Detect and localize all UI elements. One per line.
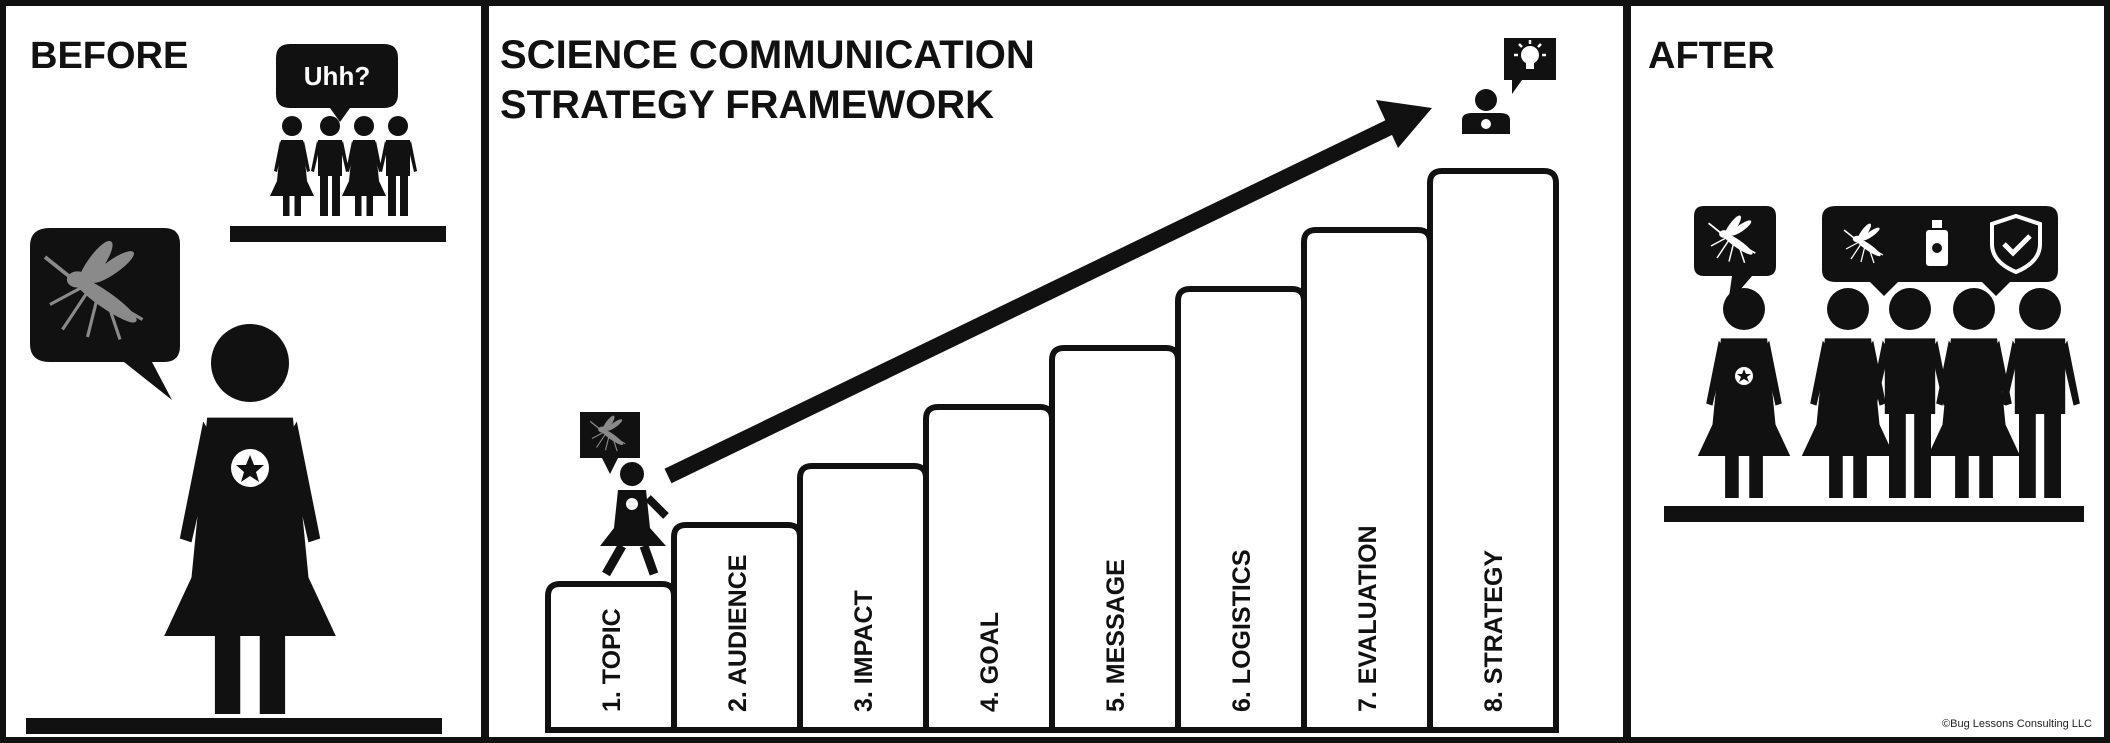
audience-platform [230,226,446,242]
expert-head [1475,89,1497,111]
scientist-floor [26,718,442,734]
scientist-figure [164,324,336,714]
after-scientist-figure [1697,288,1791,498]
after-scientist-bubble [1694,206,1776,304]
after-title: AFTER [1648,35,1775,77]
shield-check-icon [1990,213,2042,275]
after-panel: AFTER ©Bug Lessons Consulting LLC [1648,35,2092,730]
step-label-8: 8. STRATEGY [1480,550,1508,712]
progress-arrow-shaft [664,118,1396,484]
before-title: BEFORE [30,35,188,77]
climber-head [620,462,644,486]
expert-top [1462,38,1556,134]
progress-arrow-head [1376,100,1432,148]
climber-arm [645,495,669,519]
framework-title-line1: SCIENCE COMMUNICATION [500,33,1035,77]
climber-body [600,490,666,546]
confused-audience: Uhh? [230,44,446,242]
framework-title-line2: STRATEGY FRAMEWORK [500,83,994,127]
step-label-1: 1. TOPIC [598,608,626,712]
climber-start [580,412,669,577]
climber-badge [626,498,638,510]
climber-leg-back [602,543,626,577]
before-panel: BEFORE Uhh? [26,35,446,734]
star-icon [1737,369,1751,382]
step-label-3: 3. IMPACT [850,590,878,712]
climber-leg-front [639,544,659,576]
star-icon [236,455,264,482]
spray-bottle-icon [1926,220,1948,266]
staircase: 1. TOPIC 2. AUDIENCE 3. IMPACT 4. GOAL 5. ME… [545,168,1559,733]
scientist-before [26,228,442,734]
step-block-8 [1427,168,1559,730]
panel-divider-left [481,3,489,740]
step-label-7: 7. EVALUATION [1354,525,1382,712]
step-label-6: 6. LOGISTICS [1228,549,1256,712]
after-audience-member [2000,288,2080,498]
lightbulb-icon [1514,40,1546,69]
expert-badge [1481,119,1491,129]
after-floor [1664,506,2084,522]
step-label-4: 4. GOAL [976,612,1004,712]
step-label-2: 2. AUDIENCE [724,555,752,712]
framework-panel: SCIENCE COMMUNICATION STRATEGY FRAMEWORK… [500,33,1559,733]
copyright-text: ©Bug Lessons Consulting LLC [1942,718,2092,730]
climber-speech-bubble [580,412,640,474]
panel-divider-right [1623,3,1631,740]
audience-speech-text: Uhh? [304,61,370,91]
scientist-speech-bubble [30,228,180,400]
after-audience-member [1801,288,1895,498]
audience-speech-bubble [276,44,398,122]
step-label-5: 5. MESSAGE [1102,559,1130,712]
